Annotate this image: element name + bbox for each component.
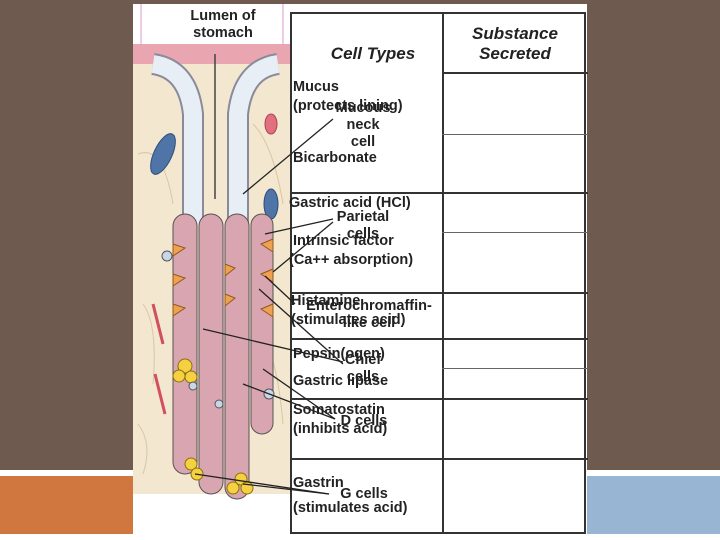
pointer-lines xyxy=(194,118,344,495)
gland-pit-left xyxy=(150,53,204,224)
label-mucous-neck-cell: Mucous neck cell xyxy=(335,100,391,150)
capillary xyxy=(151,303,165,345)
substance-intrinsic-factor: Intrinsic factor (Ca++ absorption) xyxy=(289,233,414,268)
label-chief-cells: Chief cells xyxy=(344,352,382,385)
substance-pepsin: Pepsin(ogen) xyxy=(293,346,385,362)
column-divider xyxy=(442,14,444,532)
substance-bicarbonate: Bicarbonate xyxy=(293,150,377,166)
blood-vessel xyxy=(150,133,176,175)
surface-edge xyxy=(140,4,284,44)
secretion-table xyxy=(290,12,588,534)
header-cell-types: Cell Types xyxy=(330,44,416,63)
endocrine-cells xyxy=(161,250,275,409)
accent-band-blue xyxy=(586,476,720,534)
row-divider xyxy=(442,232,588,233)
substance-gastrin: Gastrin (stimulates acid) xyxy=(293,475,408,516)
label-ecl-cell: Enterochromaffin- like cell xyxy=(306,298,432,331)
substance-somatostatin: Somatostatin (inhibits acid) xyxy=(293,402,388,437)
substance-gastric-lipase: Gastric lipase xyxy=(293,373,389,389)
gland-pit-right xyxy=(227,53,281,224)
row-divider xyxy=(442,368,588,369)
lumen-label: Lumen of stomach xyxy=(173,8,273,42)
lumen-label-line1: Lumen of xyxy=(190,8,256,24)
substance-gastric-acid: Gastric acid (HCl) xyxy=(289,195,411,211)
accent-band-orange xyxy=(0,476,134,534)
lumen-label-line2: stomach xyxy=(193,25,253,41)
row-divider xyxy=(292,398,588,400)
capillary xyxy=(153,373,167,415)
parietal-cells xyxy=(172,238,274,318)
substance-histamine: Histamine (stimulates acid) xyxy=(291,293,406,328)
row-divider xyxy=(442,134,588,135)
slide-content: Lumen of stomach Cell Types Substance Se… xyxy=(133,4,588,534)
header-substance: Substance Secreted xyxy=(472,24,558,63)
chief-cells xyxy=(172,358,254,495)
label-g-cells: G cells xyxy=(340,486,388,502)
gastric-gland-illustration xyxy=(133,4,291,500)
row-divider xyxy=(292,458,588,460)
blood-vessel xyxy=(264,113,278,135)
label-d-cells: D cells xyxy=(340,413,388,429)
row-divider xyxy=(292,338,588,340)
label-parietal-cells: Parietal cells xyxy=(336,209,390,242)
row-divider xyxy=(292,292,588,294)
substance-mucus: Mucus (protects lining) xyxy=(293,79,403,114)
row-divider xyxy=(442,72,588,74)
row-divider xyxy=(292,192,588,194)
